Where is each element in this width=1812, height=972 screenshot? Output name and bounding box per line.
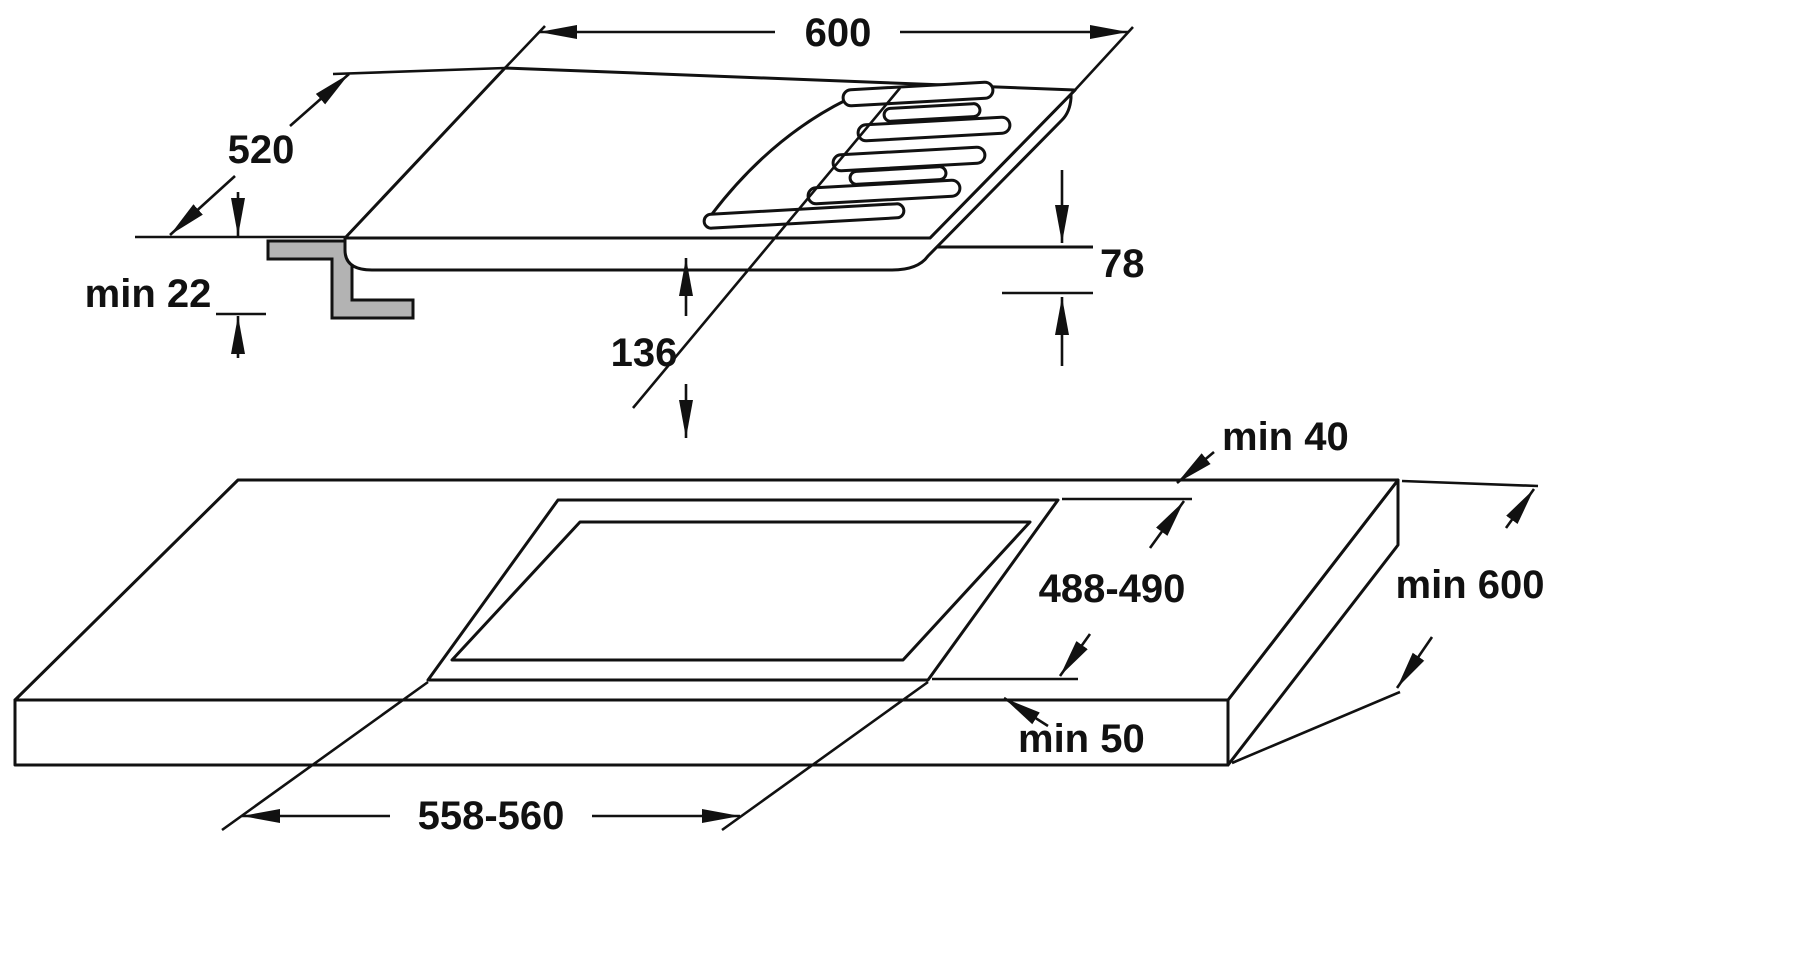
dim-label-height: 78 bbox=[1100, 242, 1145, 286]
dimension-min50: min 50 bbox=[1003, 696, 1145, 761]
extension-line bbox=[332, 66, 506, 76]
dimension-min600: min 600 bbox=[1231, 479, 1545, 765]
extension-line bbox=[721, 680, 929, 832]
dimension-arrow bbox=[1003, 696, 1049, 728]
dim-label-rear-distance: min 40 bbox=[1222, 415, 1349, 459]
extension-line bbox=[1074, 26, 1134, 91]
dimension-600: 600 bbox=[504, 11, 1134, 91]
dimension-arrow bbox=[1395, 636, 1434, 689]
dimension-78: 78 bbox=[1002, 170, 1145, 366]
dimension-136: 136 bbox=[611, 258, 693, 438]
depth-leader-line bbox=[632, 87, 901, 409]
worktop-cutout-view: min 40 488-490 min 600 min 50 bbox=[13, 415, 1545, 838]
grate-bar bbox=[841, 80, 995, 108]
dim-label-install-depth: 136 bbox=[611, 331, 678, 375]
dim-label-front-distance: min 50 bbox=[1018, 717, 1145, 761]
dim-label-cutout-depth: 488-490 bbox=[1039, 567, 1186, 611]
dimension-arrow bbox=[169, 175, 236, 236]
dim-label-depth: 520 bbox=[228, 128, 295, 172]
dimension-arrow bbox=[289, 73, 350, 127]
dimension-520: 520 bbox=[135, 66, 506, 239]
grate-bar bbox=[702, 202, 906, 230]
dimension-558-560: 558-560 bbox=[221, 680, 929, 838]
grate-bar bbox=[882, 102, 982, 123]
dimension-arrow bbox=[1504, 488, 1536, 529]
extension-line bbox=[504, 25, 546, 69]
extension-line bbox=[1231, 690, 1401, 765]
dim-label-worktop-depth: min 600 bbox=[1396, 563, 1545, 607]
dim-label-width: 600 bbox=[805, 11, 872, 55]
dimension-arrow bbox=[1176, 451, 1215, 484]
grate-edge-curve bbox=[710, 98, 847, 215]
dim-label-counter-thickness: min 22 bbox=[85, 272, 212, 316]
hob-isometric-view: 600 520 min 22 78 136 bbox=[85, 11, 1145, 438]
dimension-arrow bbox=[1148, 500, 1186, 549]
extension-line bbox=[1401, 479, 1539, 488]
cutout-inner-edge bbox=[450, 520, 1032, 662]
grate-bar bbox=[856, 115, 1012, 143]
pan-support-grate bbox=[702, 80, 1012, 230]
dim-label-cutout-width: 558-560 bbox=[418, 794, 565, 838]
worktop-top-surface bbox=[13, 478, 1400, 702]
dimension-min22: min 22 bbox=[85, 192, 266, 358]
dimension-min40: min 40 bbox=[1176, 415, 1349, 484]
hob-body-side bbox=[343, 88, 1077, 272]
cutout-outer-edge bbox=[426, 498, 1060, 682]
dimension-488-490: 488-490 bbox=[932, 497, 1192, 681]
dimension-arrow bbox=[1058, 633, 1092, 677]
extension-line bbox=[221, 680, 429, 832]
